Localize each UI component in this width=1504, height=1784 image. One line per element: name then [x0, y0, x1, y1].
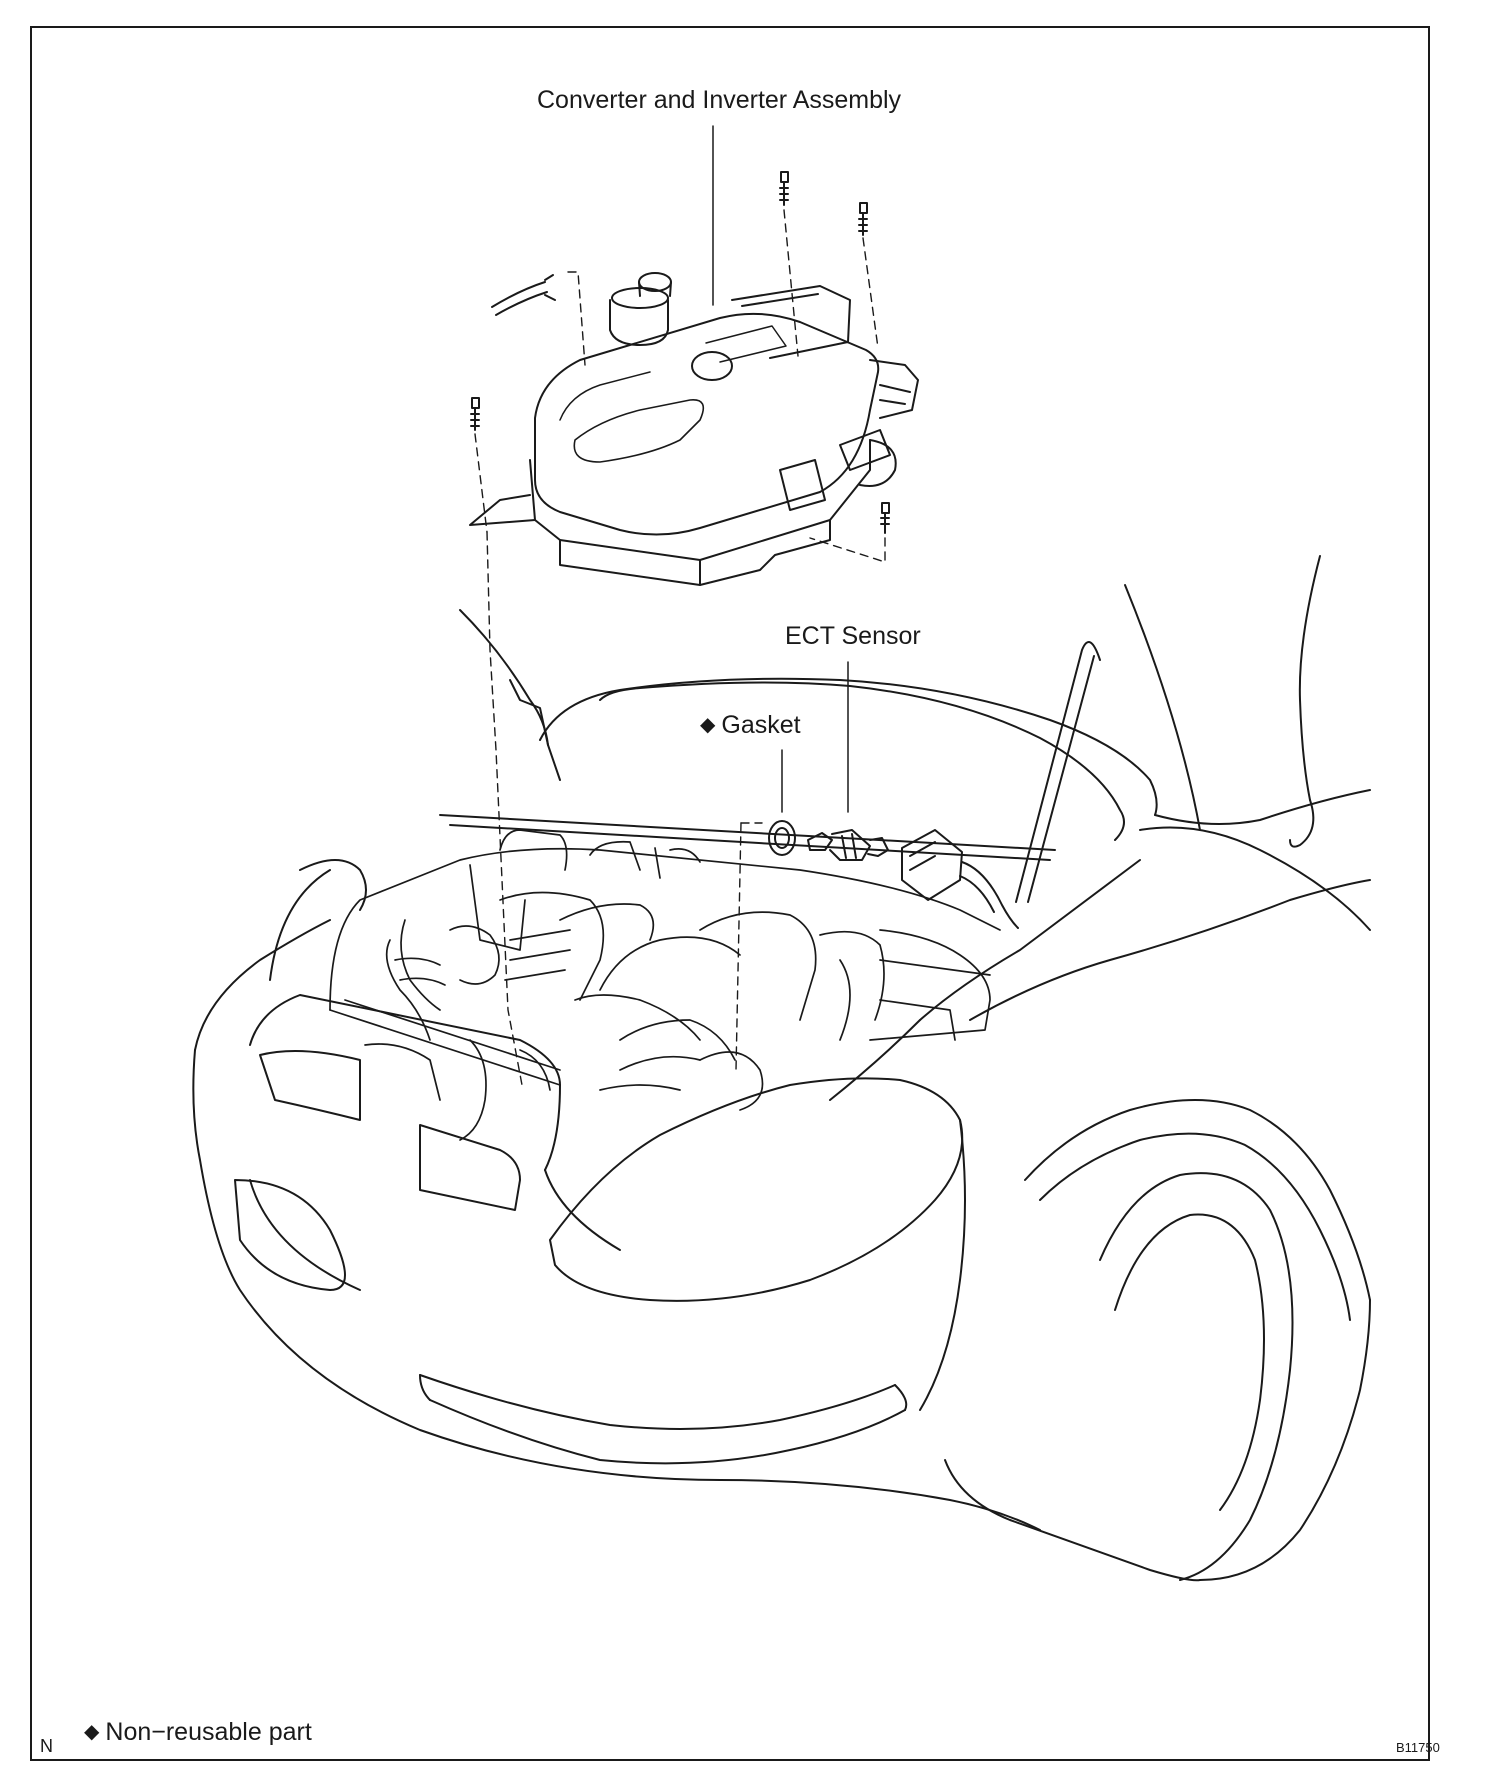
legend: ◆Non−reusable part: [84, 1718, 312, 1747]
gasket-part: [768, 820, 796, 856]
bolt: [880, 502, 890, 534]
sensor-connector: [901, 829, 1019, 929]
callout-gasket: ◆Gasket: [700, 711, 801, 740]
callout-converter-inverter-assembly: Converter and Inverter Assembly: [537, 86, 902, 114]
car-body: [192, 555, 1371, 1582]
legend-diamond-icon: ◆: [84, 1721, 100, 1743]
figure-frame: [30, 26, 1430, 1761]
callout-leaders: [712, 125, 849, 813]
figure-code: B11750: [1396, 1740, 1440, 1755]
bolt: [858, 202, 868, 236]
callout-ect-sensor: ECT Sensor: [785, 622, 921, 650]
converter-inverter-assembly: [469, 171, 919, 586]
callout-gasket-label: Gasket: [721, 711, 801, 739]
bolt: [779, 171, 789, 206]
engine-compartment: [329, 829, 1001, 1141]
legend-text: Non−reusable part: [105, 1718, 312, 1746]
assembly-guide-lines: [474, 209, 886, 1086]
bolt: [470, 397, 480, 431]
ect-sensor-part: [807, 829, 889, 861]
corner-letter: N: [40, 1736, 53, 1756]
non-reusable-diamond-icon: ◆: [700, 714, 716, 736]
